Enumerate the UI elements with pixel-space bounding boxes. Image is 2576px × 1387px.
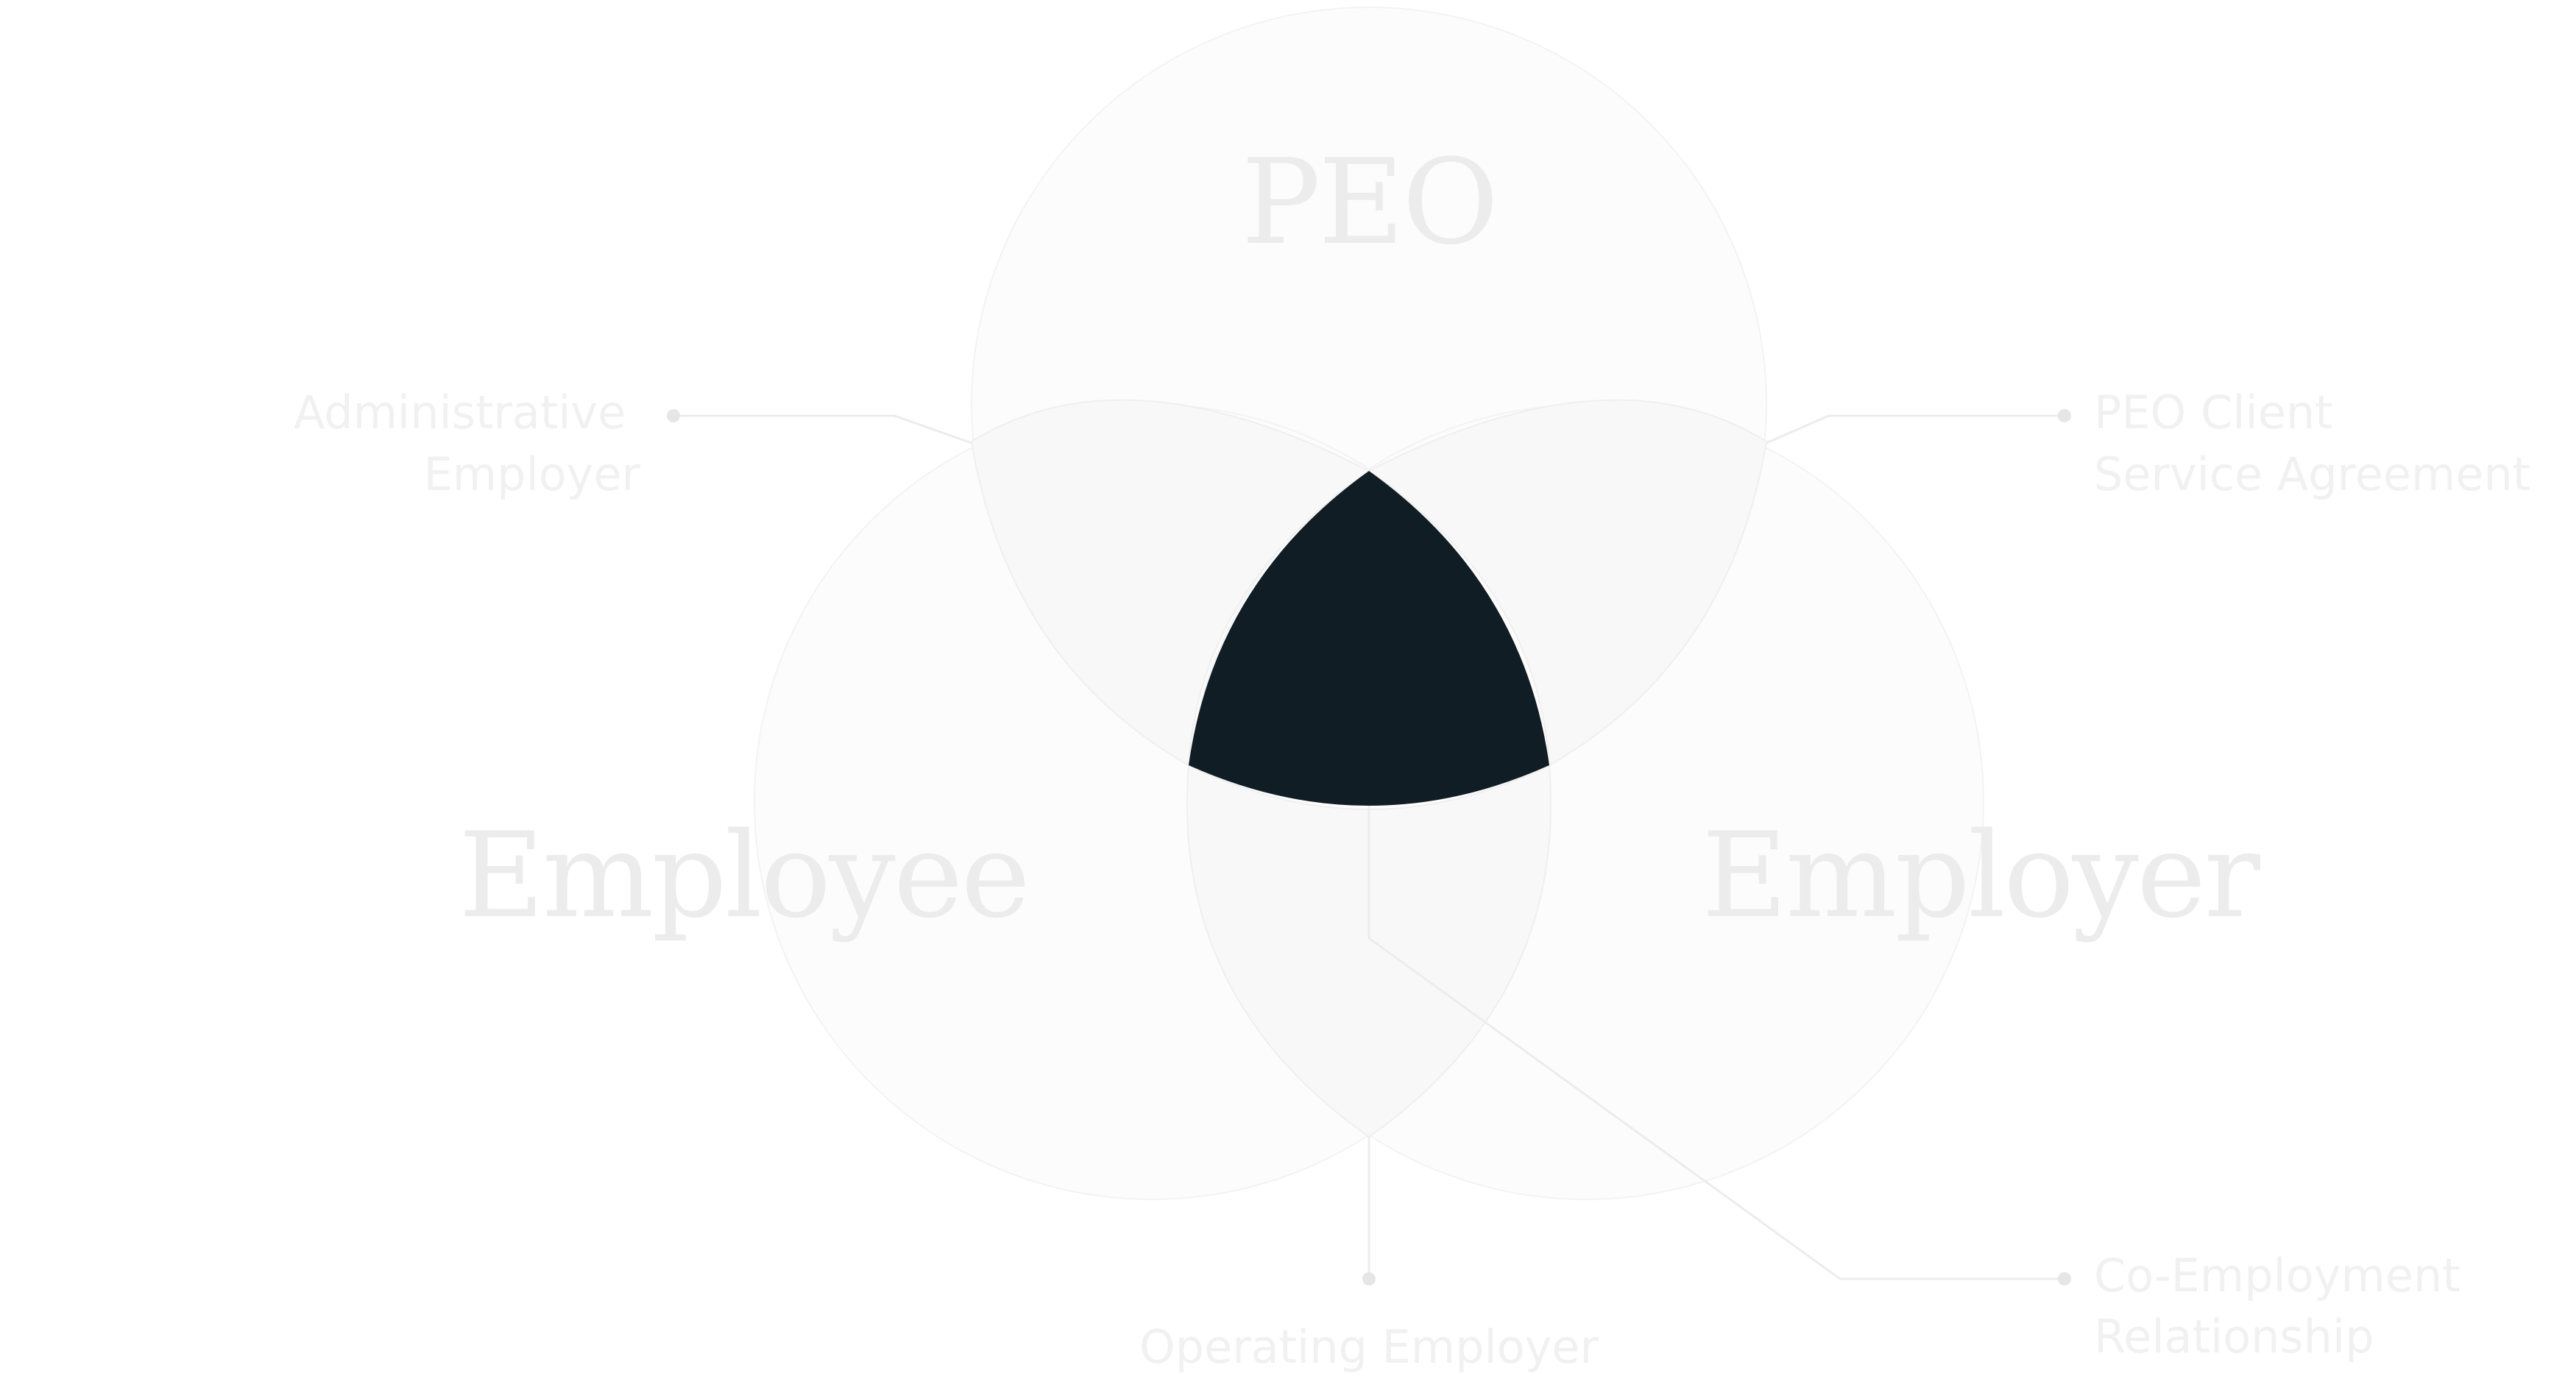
peo-client-service-agreement-dot bbox=[2058, 409, 2071, 422]
employee-label: Employee bbox=[459, 806, 1028, 944]
peo-label: PEO bbox=[1242, 133, 1497, 271]
peo-client-service-agreement-leader-line bbox=[1766, 414, 2064, 444]
co-employment-relationship-line-2: Relationship bbox=[2094, 1310, 2374, 1363]
administrative-employer-leader-line bbox=[673, 414, 972, 444]
operating-employer-dot bbox=[1362, 1272, 1376, 1285]
peo-client-service-agreement-label: PEO Client Service Agreement bbox=[2094, 386, 2530, 501]
co-employment-relationship-callout: Co-Employment Relationship bbox=[1367, 806, 2474, 1363]
co-employment-relationship-label: Co-Employment Relationship bbox=[2094, 1249, 2474, 1363]
peo-employer-intersection bbox=[1367, 399, 1768, 767]
administrative-employer-dot bbox=[667, 409, 680, 422]
employer-label: Employer bbox=[1702, 806, 2261, 944]
co-employment-relationship-leader-line bbox=[1367, 806, 2064, 1280]
administrative-employer-callout: Administrative Employer bbox=[294, 386, 972, 501]
center-intersection bbox=[1189, 471, 1549, 806]
peo-client-service-agreement-callout: PEO Client Service Agreement bbox=[1766, 386, 2530, 501]
peo-employee-intersection bbox=[970, 399, 1370, 767]
operating-employer-label: Operating Employer bbox=[1139, 1320, 1599, 1374]
employee-employer-intersection bbox=[1186, 764, 1552, 1138]
operating-employer-callout: Operating Employer bbox=[1139, 1137, 1599, 1374]
administrative-employer-line-2: Employer bbox=[424, 447, 641, 501]
co-employment-relationship-dot bbox=[2058, 1272, 2071, 1285]
peo-client-service-agreement-line-1: PEO Client bbox=[2094, 386, 2333, 439]
administrative-employer-line-1: Administrative bbox=[294, 386, 626, 439]
administrative-employer-label: Administrative Employer bbox=[294, 386, 641, 501]
co-employment-relationship-line-1: Co-Employment bbox=[2094, 1249, 2460, 1302]
peo-client-service-agreement-line-2: Service Agreement bbox=[2094, 447, 2530, 501]
